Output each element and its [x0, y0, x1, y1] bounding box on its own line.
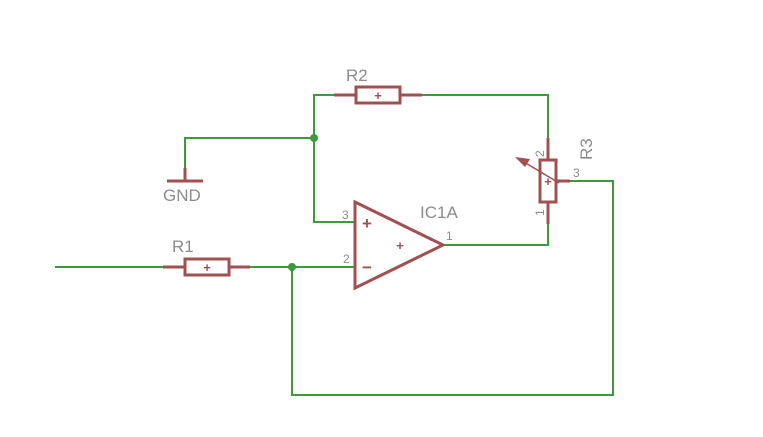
r2-symbol: + — [374, 88, 382, 103]
wiper-arrow-shaft — [523, 161, 560, 184]
opamp-center-symbol: + — [396, 238, 404, 253]
potentiometer-r3: + R3 2 1 3 — [515, 138, 596, 224]
wire-gnd-junction — [184, 137, 314, 168]
opamp-pin1: 1 — [446, 229, 453, 243]
r3-pin3: 3 — [573, 166, 580, 180]
wire-r2-r3 — [422, 94, 549, 138]
opamp-ic1a: + − + IC1A 3 2 1 — [342, 199, 458, 291]
junction-gnd-r2 — [310, 134, 318, 142]
wire-output-r3 — [443, 224, 549, 246]
wire-noninverting-r2 — [313, 94, 355, 223]
r3-label: R3 — [577, 138, 596, 160]
r3-pin2: 2 — [533, 150, 547, 157]
opamp-inverting-symbol: − — [362, 258, 372, 277]
opamp-pin3: 3 — [342, 208, 349, 222]
gnd-label: GND — [163, 186, 201, 205]
r1-symbol: + — [203, 260, 211, 275]
r1-label: R1 — [172, 237, 194, 256]
opamp-triangle — [353, 199, 447, 291]
wire-feedback-loop — [291, 180, 614, 396]
wires — [55, 94, 614, 396]
r2-label: R2 — [346, 66, 368, 85]
opamp-noninverting-symbol: + — [362, 214, 372, 233]
resistor-r1: + R1 — [163, 237, 250, 277]
junction-r1-inverting — [288, 263, 296, 271]
r3-pin1: 1 — [533, 209, 547, 216]
opamp-pin2: 2 — [343, 252, 350, 266]
r3-symbol: + — [544, 174, 552, 189]
wiper-arrow-head — [515, 157, 530, 167]
resistor-r2: + R2 — [334, 66, 422, 105]
ground-symbol: GND — [163, 168, 203, 205]
opamp-label: IC1A — [420, 203, 458, 222]
